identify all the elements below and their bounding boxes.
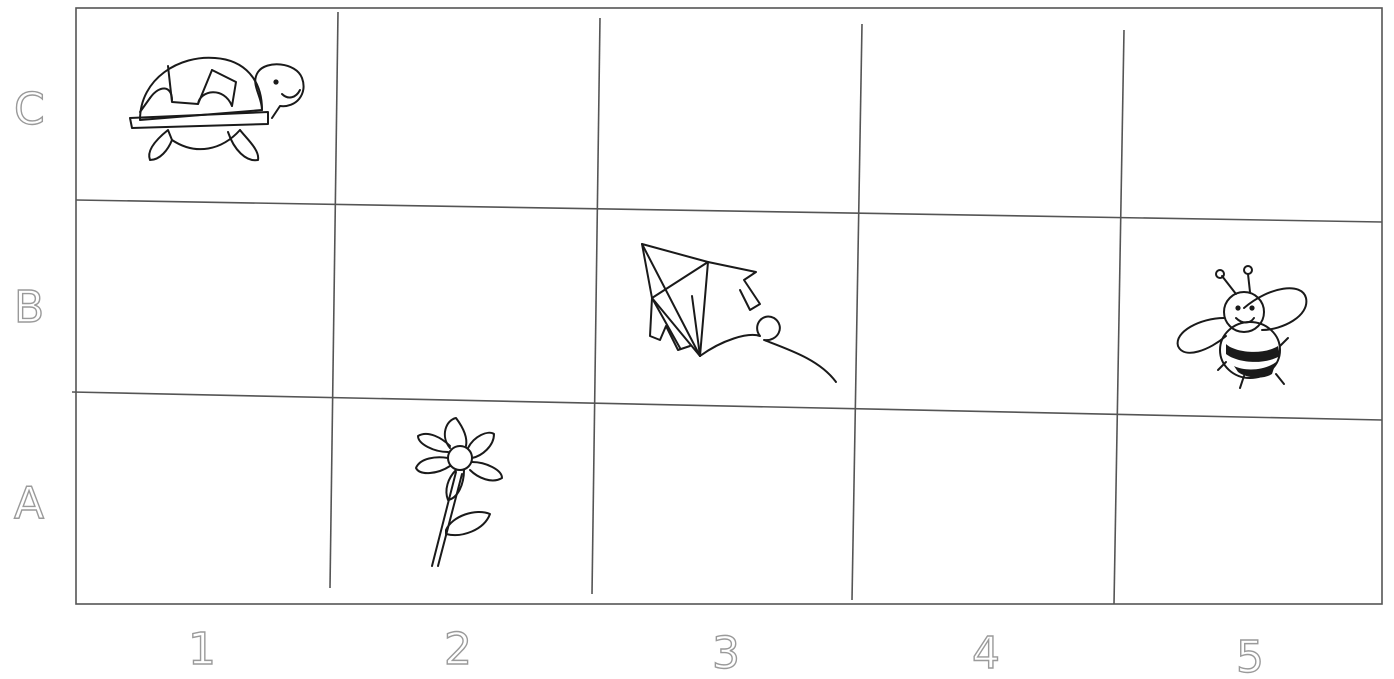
row-label-b: B xyxy=(14,282,44,333)
row-label-c: C xyxy=(14,84,45,135)
col-label-2: 2 xyxy=(444,624,472,675)
row-label-a: A xyxy=(14,478,44,529)
col-label-5: 5 xyxy=(1236,632,1264,679)
col-divider-45 xyxy=(1114,30,1124,604)
col-label-3: 3 xyxy=(712,628,740,679)
col-divider-12 xyxy=(330,12,338,588)
col-divider-34 xyxy=(852,24,862,600)
grid-lines xyxy=(72,8,1382,604)
col-label-4: 4 xyxy=(972,628,1000,679)
col-divider-23 xyxy=(592,18,600,594)
row-divider-ba xyxy=(72,392,1382,420)
grid-border xyxy=(76,8,1382,604)
bee-icon xyxy=(1178,266,1307,388)
kite-icon xyxy=(642,244,836,382)
row-divider-cb xyxy=(76,200,1382,222)
turtle-icon xyxy=(130,58,304,160)
flower-icon xyxy=(416,418,502,566)
col-label-1: 1 xyxy=(188,624,216,675)
